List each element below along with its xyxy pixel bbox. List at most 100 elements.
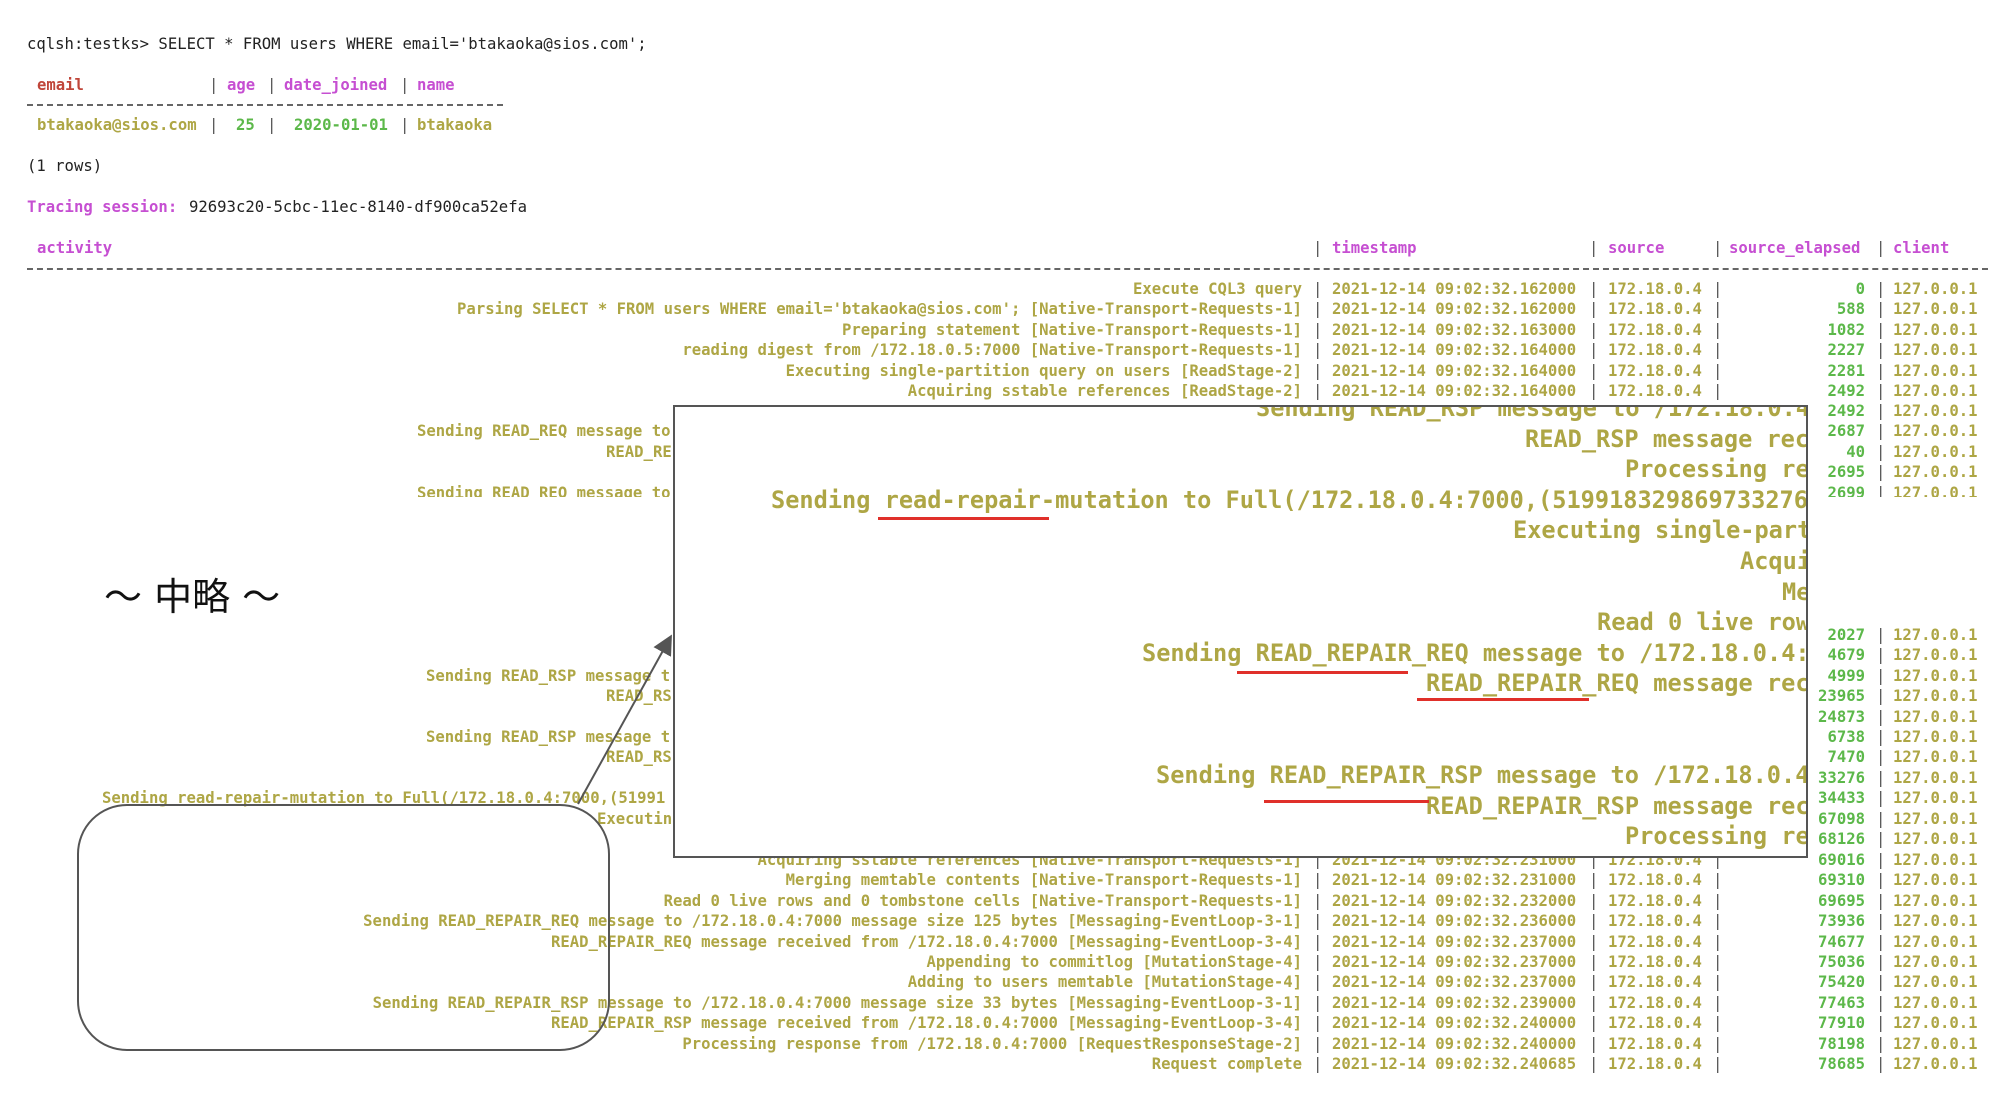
column-separator: |: [1876, 993, 1886, 1012]
trace-source-elapsed: 67098: [1818, 809, 1865, 828]
trace-timestamp: 2021-12-14 09:02:32.240685: [1332, 1055, 1577, 1073]
column-separator: |: [1713, 851, 1723, 869]
trace-activity: Parsing SELECT * FROM users WHERE email=…: [457, 300, 1302, 319]
trace-source-elapsed: 588: [1836, 300, 1865, 319]
trace-timestamp: 2021-12-14 09:02:32.162000: [1332, 300, 1577, 319]
column-separator: |: [1876, 912, 1886, 931]
trace-client: 127.0.0.1: [1893, 382, 1978, 400]
trace-source: 172.18.0.4: [1608, 993, 1702, 1012]
trace-activity-fragment: Executin: [597, 809, 673, 828]
trace-activity: Preparing statement [Native-Transport-Re…: [841, 320, 1302, 339]
trace-source: 172.18.0.4: [1608, 1034, 1702, 1053]
column-separator: |: [1313, 341, 1323, 360]
column-separator: |: [1876, 280, 1886, 298]
trace-client: 127.0.0.1: [1893, 626, 1978, 644]
trace-source: 172.18.0.4: [1608, 300, 1702, 319]
trace-header-timestamp: timestamp: [1332, 239, 1417, 257]
column-separator: |: [1713, 1055, 1723, 1073]
column-separator: |: [1876, 707, 1886, 726]
trace-client: 127.0.0.1: [1893, 666, 1978, 685]
trace-source-elapsed: 2492: [1827, 382, 1865, 400]
trace-source-elapsed: 4999: [1827, 666, 1865, 685]
column-separator: |: [1589, 382, 1599, 400]
column-separator: |: [1876, 382, 1886, 400]
cell-date-joined: 2020-01-01: [294, 116, 388, 134]
trace-client: 127.0.0.1: [1893, 912, 1978, 931]
trace-source-elapsed: 69695: [1818, 891, 1865, 910]
trace-source: 172.18.0.4: [1608, 320, 1702, 339]
trace-source: 172.18.0.4: [1608, 361, 1702, 380]
tracing-session-label: Tracing session:: [27, 198, 178, 216]
trace-activity: Executing single-partition query on user…: [785, 361, 1302, 380]
column-separator: |: [1876, 953, 1886, 971]
column-separator: |: [1313, 382, 1323, 400]
trace-timestamp: 2021-12-14 09:02:32.239000: [1332, 993, 1577, 1012]
trace-source: 172.18.0.4: [1608, 871, 1702, 890]
trace-source-elapsed: 1082: [1827, 320, 1865, 339]
trace-activity: Sending READ_REPAIR_REQ message to /172.…: [363, 912, 1302, 931]
trace-source-elapsed: 0: [1855, 280, 1865, 298]
trace-client: 127.0.0.1: [1893, 830, 1978, 848]
trace-activity: Adding to users memtable [MutationStage-…: [907, 973, 1302, 992]
trace-timestamp: 2021-12-14 09:02:32.232000: [1332, 891, 1577, 910]
column-separator: |: [1313, 300, 1323, 319]
column-separator: |: [1589, 912, 1599, 931]
trace-client: 127.0.0.1: [1893, 361, 1978, 380]
trace-activity: Acquiring sstable references [ReadStage-…: [907, 382, 1302, 400]
trace-client: 127.0.0.1: [1893, 728, 1978, 746]
column-separator: |: [1876, 626, 1886, 644]
column-separator: |: [1713, 320, 1723, 339]
trace-client: 127.0.0.1: [1893, 402, 1978, 420]
column-separator: |: [1876, 300, 1886, 319]
trace-timestamp: 2021-12-14 09:02:32.237000: [1332, 973, 1577, 992]
trace-timestamp: 2021-12-14 09:02:32.162000: [1332, 280, 1577, 298]
trace-client: 127.0.0.1: [1893, 871, 1978, 890]
trace-activity-fragment: Sending read-repair-mutation to Full(/17…: [102, 789, 666, 808]
trace-source: 172.18.0.4: [1608, 912, 1702, 931]
trace-activity-fragment: Sending READ_REQ message to: [417, 483, 671, 497]
trace-client: 127.0.0.1: [1893, 891, 1978, 910]
trace-activity-fragment: READ_RS: [606, 748, 672, 767]
trace-source: 172.18.0.4: [1608, 382, 1702, 400]
column-separator: |: [1589, 973, 1599, 992]
trace-source-elapsed: 78198: [1818, 1034, 1865, 1053]
column-separator: |: [1876, 891, 1886, 910]
trace-activity: READ_REPAIR_RSP message received from /1…: [550, 1014, 1302, 1033]
column-header-date-joined: date_joined: [284, 76, 388, 94]
cql-prompt-command: cqlsh:testks> SELECT * FROM users WHERE …: [27, 35, 647, 53]
column-separator: |: [1589, 361, 1599, 380]
trace-source-elapsed: 33276: [1818, 768, 1865, 787]
column-separator: |: [1589, 932, 1599, 951]
column-separator: |: [1876, 361, 1886, 380]
trace-client: 127.0.0.1: [1893, 932, 1978, 951]
column-separator: |: [1876, 341, 1886, 360]
trace-client: 127.0.0.1: [1893, 1014, 1978, 1033]
trace-client: 127.0.0.1: [1893, 320, 1978, 339]
table-divider: [27, 104, 503, 106]
zoomed-trace-line: Sending READ_RSP message to /172.18.0.4: [1256, 405, 1808, 422]
trace-activity-fragment: Sending READ_RSP message t: [426, 728, 671, 746]
trace-source-elapsed: 74677: [1818, 932, 1865, 951]
column-separator: |: [1313, 1014, 1323, 1033]
trace-timestamp: 2021-12-14 09:02:32.240000: [1332, 1014, 1577, 1033]
column-separator: |: [1713, 993, 1723, 1012]
trace-client: 127.0.0.1: [1893, 646, 1978, 665]
column-separator: |: [1876, 851, 1886, 869]
trace-client: 127.0.0.1: [1893, 442, 1978, 461]
trace-timestamp: 2021-12-14 09:02:32.236000: [1332, 912, 1577, 931]
column-separator: |: [209, 116, 219, 134]
trace-source-elapsed: 4679: [1827, 646, 1865, 665]
trace-source-elapsed: 77910: [1818, 1014, 1865, 1033]
column-separator: |: [1313, 932, 1323, 951]
column-separator: |: [1876, 728, 1886, 746]
trace-source-elapsed: 69310: [1818, 871, 1865, 890]
column-separator: |: [1876, 239, 1886, 257]
cell-email: btakaoka@sios.com: [37, 116, 197, 134]
column-separator: |: [1876, 442, 1886, 461]
column-separator: |: [1713, 912, 1723, 931]
column-separator: |: [1876, 483, 1886, 497]
column-separator: |: [1313, 239, 1323, 257]
